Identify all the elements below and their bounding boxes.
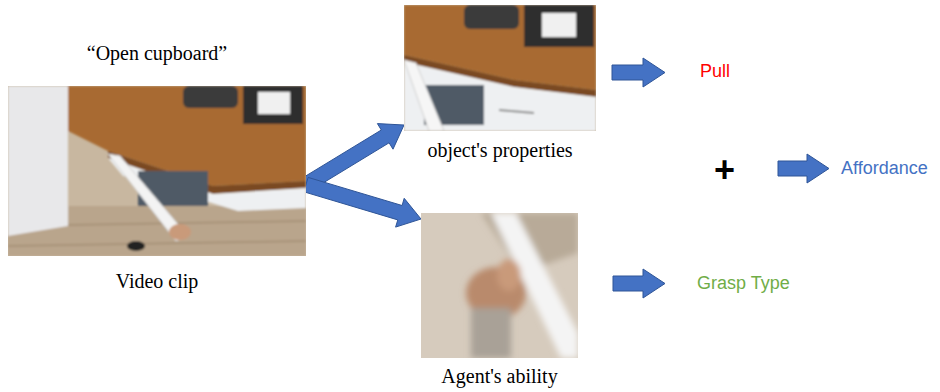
- image-frame: “Open cupboard”Video clip: [8, 86, 306, 256]
- photo-illustration: [8, 86, 306, 256]
- block-arrow: [778, 154, 829, 183]
- photo-illustration: [404, 5, 596, 131]
- output-label: Pull: [700, 60, 730, 82]
- photo-illustration: [421, 213, 578, 358]
- block-arrow: [612, 58, 665, 87]
- clip-heading: “Open cupboard”: [0, 42, 386, 64]
- plus-sign: +: [714, 148, 735, 191]
- block-arrow: [613, 269, 665, 298]
- output-label: Grasp Type: [697, 272, 790, 294]
- image-caption: object's properties: [324, 139, 676, 161]
- image-caption: Agent's ability: [341, 365, 658, 387]
- block-arrow: [304, 177, 421, 227]
- image-frame: object's properties: [404, 5, 596, 131]
- image-frame: Agent's ability: [421, 213, 578, 358]
- image-caption: Video clip: [0, 270, 386, 292]
- output-label: Affordance: [841, 157, 928, 179]
